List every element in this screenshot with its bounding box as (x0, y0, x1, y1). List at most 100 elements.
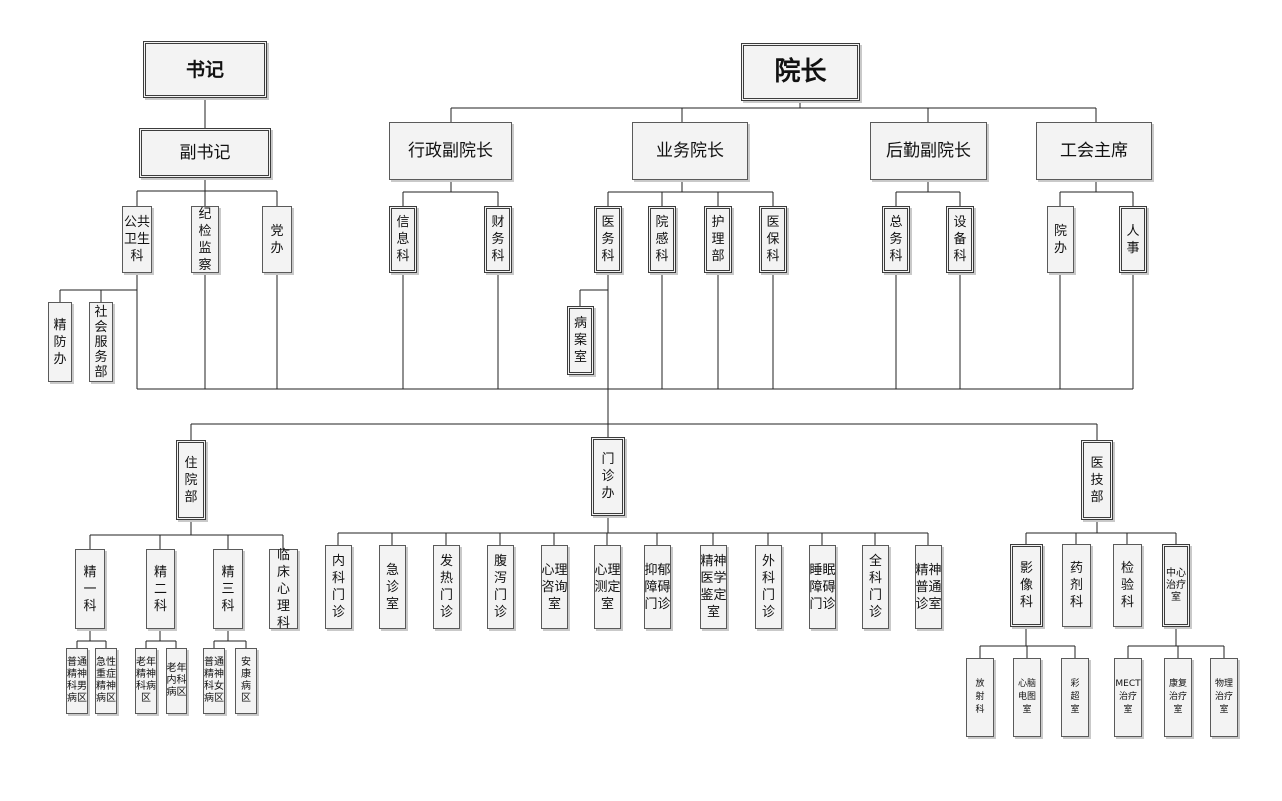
node-label: 院 感 科 (655, 215, 669, 264)
node-jing2: 精 二 科 (146, 549, 175, 629)
node-label: 精神 医学 鉴定 室 (700, 554, 727, 620)
node-label: 纪 检 监 察 (198, 206, 212, 273)
node-label: 睡眠 障碍 门诊 (809, 562, 836, 612)
node-wuli: 物理 治疗 室 (1210, 658, 1238, 737)
node-label: 精 二 科 (153, 564, 167, 614)
node-label: 检 验 科 (1120, 561, 1134, 610)
node-label: 副书记 (179, 143, 231, 163)
node-label: 放 射 科 (975, 679, 985, 715)
node-label: 发 热 门 诊 (439, 554, 453, 620)
node-yuangan: 院 感 科 (648, 206, 676, 273)
node-label: 院长 (774, 57, 827, 87)
node-label: 行政副院长 (408, 141, 493, 161)
node-label: 腹 泻 门 诊 (493, 554, 507, 620)
node-label: 普通 精神 科女 病区 (204, 657, 224, 704)
node-label: 业务院长 (656, 141, 724, 161)
node-zhiliao: 中心 治疗 室 (1162, 544, 1190, 627)
node-gonghui: 工会主席 (1036, 122, 1152, 180)
node-label: 财 务 科 (491, 215, 505, 264)
node-label: 精神 普通 诊室 (915, 562, 942, 612)
node-yuanzhang: 院长 (741, 43, 860, 101)
node-label: 门 诊 办 (601, 452, 615, 501)
node-zhuyuan: 住 院 部 (176, 440, 206, 520)
node-label: 医 保 科 (766, 215, 780, 264)
node-label: 康复 治疗 室 (1168, 679, 1187, 715)
node-label: MECT 治疗 室 (1115, 679, 1141, 715)
node-shehui: 社 会 服 务 部 (89, 302, 113, 382)
node-caichao: 彩 超 室 (1061, 658, 1089, 737)
node-label: 医 技 部 (1090, 455, 1104, 505)
node-linchuang: 临 床 心 理 科 (269, 547, 298, 631)
node-label: 急 诊 室 (385, 562, 399, 612)
node-p2a: 老年 精神 科病 区 (135, 648, 157, 714)
node-yingxiang: 影 像 科 (1010, 544, 1043, 627)
node-label: 影 像 科 (1019, 561, 1033, 610)
node-putong: 精神 普通 诊室 (915, 545, 942, 629)
node-p2b: 老年 内科 病区 (166, 648, 187, 714)
node-mect: MECT 治疗 室 (1114, 658, 1142, 737)
node-kangfu: 康复 治疗 室 (1164, 658, 1192, 737)
node-label: 精 三 科 (221, 564, 235, 614)
node-renshi: 人 事 (1119, 206, 1147, 273)
node-p1b: 急性 重症 精神 病区 (95, 648, 117, 714)
node-label: 物理 治疗 室 (1214, 679, 1233, 715)
node-xinxi: 信 息 科 (389, 206, 417, 273)
node-p1a: 普通 精神 科男 病区 (66, 648, 88, 714)
node-bingan: 病 案 室 (567, 306, 594, 375)
node-label: 安 康 病 区 (241, 657, 251, 704)
node-label: 设 备 科 (953, 215, 967, 264)
node-xinnao: 心脑 电图 室 (1013, 658, 1041, 737)
node-label: 院 办 (1053, 223, 1067, 256)
node-label: 住 院 部 (184, 455, 198, 505)
node-shuimian: 睡眠 障碍 门诊 (809, 545, 836, 629)
node-label: 临 床 心 理 科 (276, 547, 290, 631)
node-caiwu: 财 务 科 (484, 206, 512, 273)
node-menzhen: 门 诊 办 (591, 437, 625, 516)
node-label: 精 一 科 (83, 564, 97, 614)
node-jing1: 精 一 科 (75, 549, 105, 629)
node-xingzheng: 行政副院长 (389, 122, 512, 180)
node-zixun: 心理 咨询 室 (541, 545, 568, 629)
node-quanke: 全 科 门 诊 (862, 545, 889, 629)
node-label: 党 办 (270, 223, 284, 256)
node-zongwu: 总 务 科 (882, 206, 910, 273)
node-fuxie: 腹 泻 门 诊 (487, 545, 514, 629)
node-waike: 外 科 门 诊 (755, 545, 782, 629)
node-yuanban: 院 办 (1047, 206, 1074, 273)
node-label: 急性 重症 精神 病区 (96, 657, 116, 704)
node-label: 护 理 部 (711, 215, 725, 264)
node-label: 全 科 门 诊 (868, 554, 882, 620)
node-yiwu: 医 务 科 (594, 206, 622, 273)
node-jingfang: 精 防 办 (48, 302, 72, 382)
node-jing3: 精 三 科 (213, 549, 243, 629)
node-label: 心理 咨询 室 (541, 562, 568, 612)
node-label: 总 务 科 (889, 215, 903, 264)
node-label: 社 会 服 务 部 (94, 304, 108, 380)
node-p3a: 普通 精神 科女 病区 (203, 648, 225, 714)
node-dangban: 党 办 (262, 206, 292, 273)
node-gongwei: 公共 卫生 科 (122, 206, 152, 273)
node-label: 心理 测定 室 (594, 562, 621, 612)
node-jianyan: 检 验 科 (1113, 544, 1142, 627)
node-yiji: 医 技 部 (1081, 440, 1113, 520)
node-label: 公共 卫生 科 (123, 215, 150, 264)
node-label: 抑郁 障碍 门诊 (644, 562, 671, 612)
node-jianding: 精神 医学 鉴定 室 (700, 545, 727, 629)
node-ceding: 心理 测定 室 (594, 545, 621, 629)
node-shebei: 设 备 科 (946, 206, 974, 273)
node-label: 人 事 (1126, 223, 1140, 256)
node-label: 老年 精神 科病 区 (136, 657, 156, 704)
node-label: 后勤副院长 (886, 141, 971, 161)
node-label: 中心 治疗 室 (1166, 567, 1186, 603)
node-label: 老年 内科 病区 (166, 663, 187, 698)
node-jijian: 纪 检 监 察 (191, 206, 219, 273)
node-huli: 护 理 部 (704, 206, 732, 273)
node-label: 外 科 门 诊 (761, 554, 775, 620)
node-houqin: 后勤副院长 (870, 122, 987, 180)
node-p3b: 安 康 病 区 (235, 648, 257, 714)
node-fangshe: 放 射 科 (966, 658, 994, 737)
node-label: 工会主席 (1060, 141, 1128, 161)
node-neike: 内 科 门 诊 (325, 545, 352, 629)
node-label: 药 剂 科 (1069, 561, 1083, 610)
